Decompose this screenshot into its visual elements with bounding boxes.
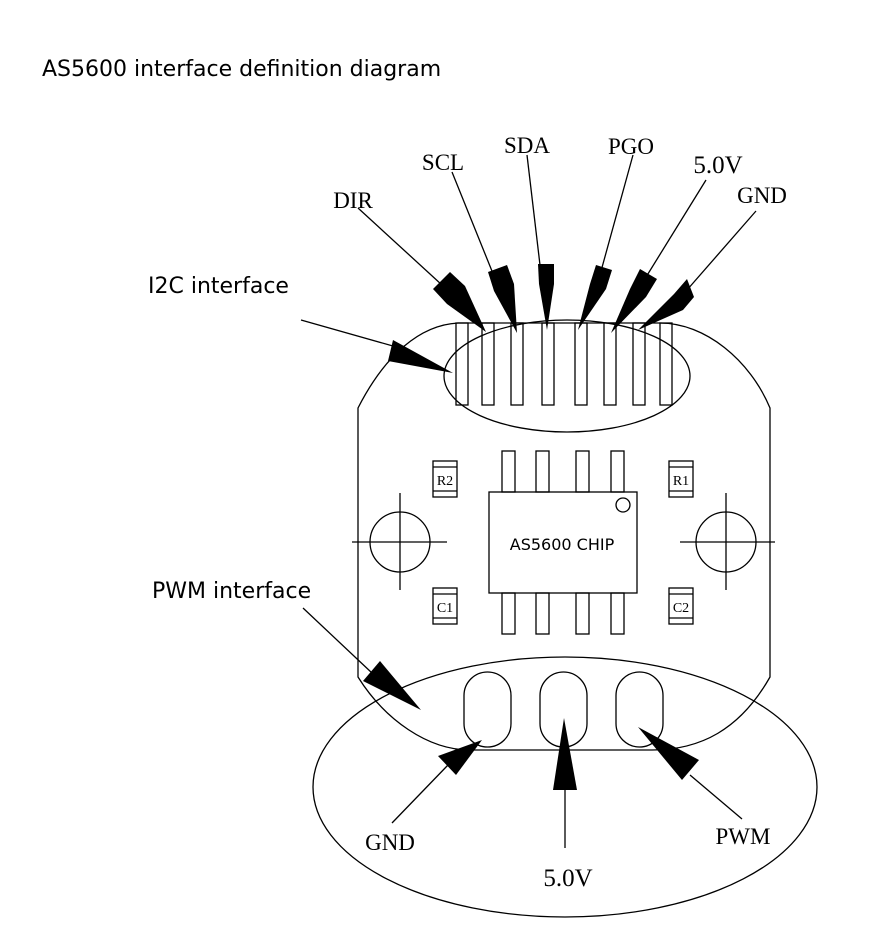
capacitor-c2-label: C2 <box>673 601 689 616</box>
board-outline <box>357 322 771 751</box>
i2c-pin-label-scl: SCL <box>422 150 464 175</box>
pwm-pin-label-5v: 5.0V <box>543 865 592 892</box>
i2c-interface-ellipse <box>443 319 691 433</box>
resistor-r1 <box>668 460 694 498</box>
i2c-pin-callouts <box>357 154 757 333</box>
resistor-r1-label: R1 <box>673 474 689 489</box>
pwm-label-leader <box>302 607 373 674</box>
pwm-label-arrow <box>363 661 421 710</box>
mounting-hole-right-icon <box>680 493 775 590</box>
resistor-r2-label: R2 <box>437 474 453 489</box>
capacitor-c1-label: C1 <box>437 601 453 616</box>
resistor-r2 <box>432 460 458 498</box>
as5600-chip <box>488 450 638 635</box>
pwm-interface-ellipse <box>312 656 818 918</box>
i2c-pin-label-gnd: GND <box>737 183 787 208</box>
pwm-pin-callouts <box>391 718 743 848</box>
chip-label: AS5600 CHIP <box>510 535 615 554</box>
i2c-interface-label: I2C interface <box>148 274 289 299</box>
i2c-label-arrow <box>388 340 453 373</box>
i2c-pin-label-sda: SDA <box>504 133 550 158</box>
pin1-marker-icon <box>615 497 631 513</box>
capacitor-c2 <box>668 587 694 625</box>
pwm-interface-label: PWM interface <box>152 579 311 604</box>
mounting-hole-left-icon <box>352 493 447 590</box>
pwm-pin-label-gnd: GND <box>365 830 415 855</box>
i2c-pin-label-pgo: PGO <box>608 134 654 159</box>
diagram-title: AS5600 interface definition diagram <box>42 57 441 82</box>
i2c-label-leader <box>300 319 401 349</box>
i2c-pin-label-dir: DIR <box>333 188 373 213</box>
pwm-pin-label-pwm: PWM <box>716 824 771 849</box>
i2c-pin-label-5v: 5.0V <box>693 152 742 179</box>
capacitor-c1 <box>432 587 458 625</box>
i2c-header-pins <box>455 322 673 406</box>
